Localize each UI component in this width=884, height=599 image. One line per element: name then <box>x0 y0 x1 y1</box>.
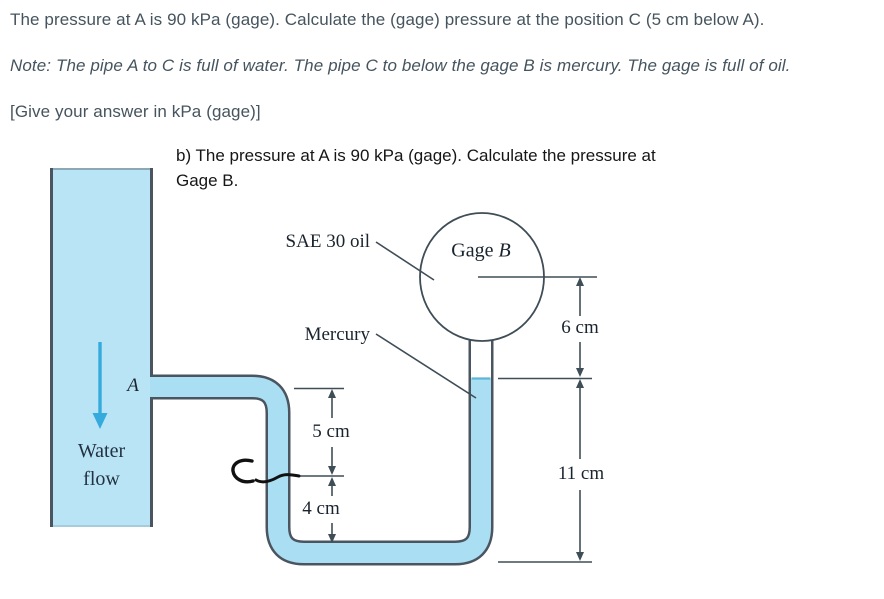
utube-liquid <box>150 377 491 563</box>
dim-6cm-label: 6 cm <box>559 317 601 339</box>
figure-caption-line-2: Gage B. <box>176 171 239 190</box>
dim-6cm-arrow-up <box>576 277 584 286</box>
oil-label: SAE 30 oil <box>285 231 370 252</box>
mercury-pointer-line <box>375 333 477 399</box>
dim-11cm-arrow-down <box>576 552 584 561</box>
dim-4cm-arrow-down <box>328 534 336 543</box>
question-instruction: [Give your answer in kPa (gage)] <box>10 102 261 121</box>
figure-caption-line-1: b) The pressure at A is 90 kPa (gage). C… <box>176 146 656 165</box>
question-note: Note: The pipe A to C is full of water. … <box>10 56 791 75</box>
question-line-1: The pressure at A is 90 kPa (gage). Calc… <box>10 10 765 29</box>
oil-pointer-line <box>375 241 435 281</box>
mercury-label: Mercury <box>304 324 370 345</box>
gage-b-letter: B <box>498 239 511 262</box>
handwritten-c-dash <box>254 473 301 484</box>
dim-4cm-label: 4 cm <box>300 498 342 520</box>
dim-5cm-label: 5 cm <box>310 421 352 443</box>
water-flow-label: Water flow <box>50 437 153 493</box>
dim-6cm-arrow-down <box>576 368 584 377</box>
dim-11cm-arrow-up <box>576 379 584 388</box>
dim-4cm-arrow-up <box>328 477 336 486</box>
flow-arrow-head <box>92 413 108 429</box>
dim-5cm-arrow-up <box>328 389 336 398</box>
water-flow-line-1: Water <box>77 440 126 462</box>
handwritten-c-mark <box>231 458 255 484</box>
point-a-label: A <box>127 375 139 396</box>
dim-5cm-arrow-down <box>328 466 336 475</box>
water-flow-line-2: flow <box>83 468 120 490</box>
dim-11cm-label: 11 cm <box>555 463 607 485</box>
gage-b-word: Gage <box>451 239 494 262</box>
